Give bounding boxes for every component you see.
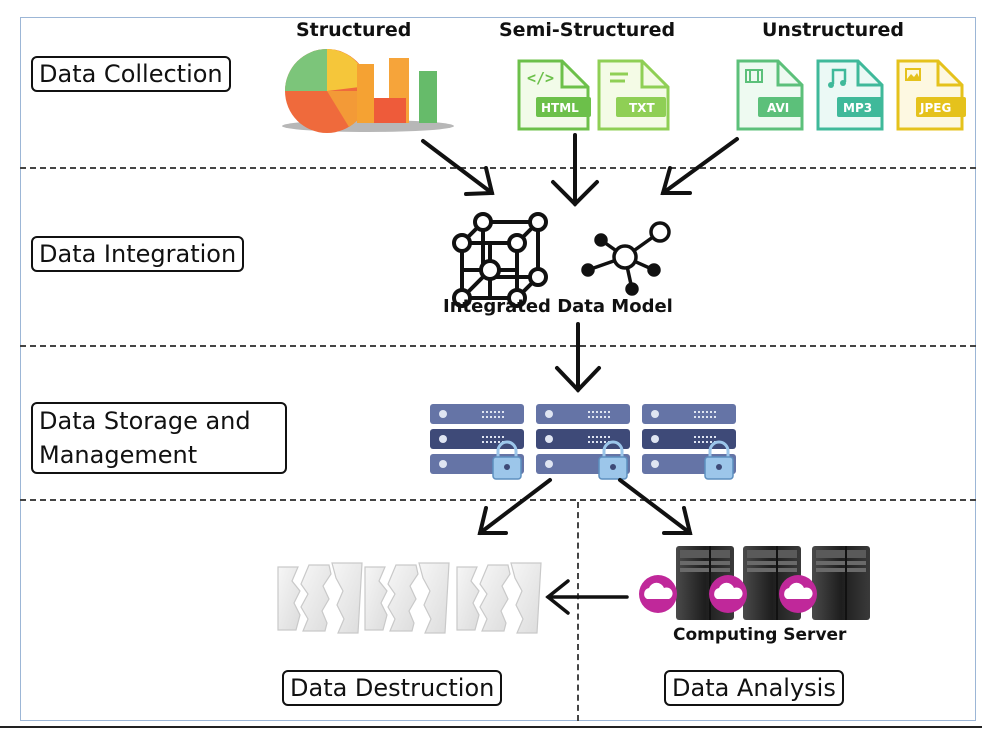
stage-data-destruction: Data Destruction	[282, 670, 503, 706]
stage-data-storage-line2: Management	[39, 441, 198, 469]
divider-collection-integration	[20, 167, 976, 169]
arrow-structured-to-model	[421, 139, 495, 196]
bottom-rule	[0, 726, 982, 728]
divider-destruction-analysis	[577, 502, 579, 721]
divider-storage-output	[20, 499, 976, 501]
stage-data-collection: Data Collection	[31, 56, 231, 92]
integrated-data-model-caption: Integrated Data Model	[443, 296, 673, 317]
divider-integration-storage	[20, 345, 976, 347]
pie-bar-chart-icon	[282, 49, 454, 133]
avi-file-icon: AVI	[736, 59, 804, 131]
avi-file-tag: AVI	[767, 101, 789, 115]
shredded-paper-icon	[277, 562, 542, 634]
html-file-icon: </> HTML	[517, 59, 591, 131]
stage-data-storage: Data Storage and Management	[31, 402, 287, 474]
semi-structured-header: Semi-Structured	[499, 19, 676, 41]
mp3-file-icon: MP3	[816, 59, 884, 131]
html-file-tag: HTML	[541, 101, 579, 115]
arrow-semistructured-to-model	[551, 133, 599, 207]
arrow-model-to-storage	[555, 322, 601, 393]
tower-computer-cloud-icon	[639, 546, 870, 620]
svg-text:</>: </>	[527, 69, 554, 87]
arrow-storage-to-analysis	[618, 478, 693, 535]
structured-header: Structured	[296, 19, 412, 41]
diagram-frame	[20, 17, 976, 721]
jpeg-file-icon: JPEG	[896, 59, 966, 131]
computing-server-caption: Computing Server	[673, 625, 847, 645]
arrow-storage-to-destruction	[477, 478, 552, 535]
txt-file-icon: TXT	[597, 59, 670, 131]
server-rack-lock-icon	[430, 404, 736, 480]
jpeg-file-tag: JPEG	[919, 101, 951, 115]
unstructured-header: Unstructured	[762, 19, 904, 41]
stage-data-integration: Data Integration	[31, 236, 245, 272]
graph-cube-icon	[452, 212, 548, 308]
txt-file-tag: TXT	[629, 101, 655, 115]
mp3-file-tag: MP3	[843, 101, 872, 115]
stage-data-storage-line1: Data Storage and	[39, 407, 251, 435]
stage-data-analysis: Data Analysis	[664, 670, 844, 706]
arrow-unstructured-to-model	[660, 137, 739, 195]
arrow-analysis-to-destruction	[545, 579, 629, 615]
network-hub-icon	[581, 221, 671, 296]
